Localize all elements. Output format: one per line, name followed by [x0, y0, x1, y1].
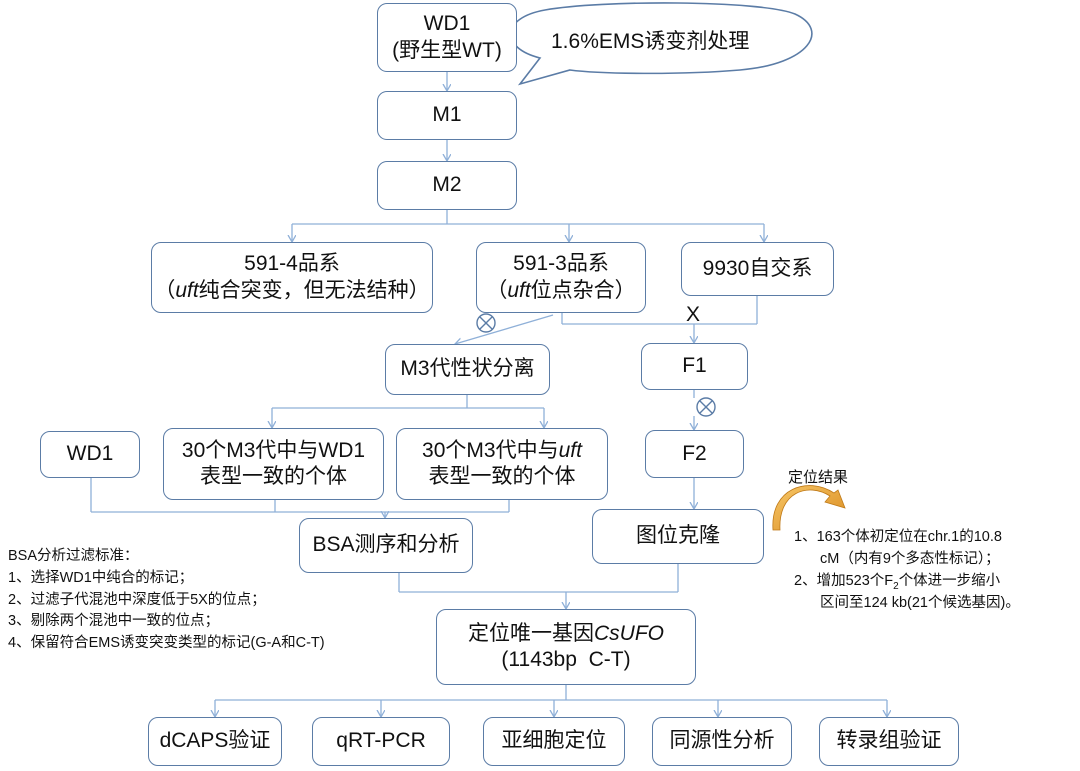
- selfing-symbol-icon: [696, 397, 716, 417]
- m1-box: M1: [377, 91, 517, 140]
- line-591-4-box: 591-4品系 （uft纯合突变，但无法结种）: [151, 242, 433, 313]
- cross-label: X: [686, 303, 701, 326]
- wd1-box: WD1: [40, 431, 140, 478]
- ems-treatment-label: 1.6%EMS诱变剂处理: [551, 30, 750, 53]
- line-9930-box: 9930自交系: [681, 242, 834, 296]
- wd1-wildtype-box: WD1(野生型WT): [377, 3, 517, 72]
- bsa-box: BSA测序和分析: [299, 518, 473, 573]
- selfing-symbol-icon: [476, 313, 496, 333]
- dcaps-box: dCAPS验证: [148, 717, 282, 766]
- subcellular-localization-box: 亚细胞定位: [483, 717, 625, 766]
- f1-box: F1: [641, 343, 748, 390]
- map-based-cloning-box: 图位克隆: [592, 509, 764, 564]
- mapping-result-title: 定位结果: [788, 469, 849, 486]
- candidate-gene-box: 定位唯一基因CsUFO(1143bp C-T): [436, 609, 696, 685]
- transcriptome-box: 转录组验证: [819, 717, 959, 766]
- ems-speech-bubble: [509, 2, 813, 86]
- mapping-result-details: 1、163个体初定位在chr.1的10.8 cM（内有9个多态性标记）； 2、增…: [794, 529, 1020, 612]
- qrt-pcr-box: qRT-PCR: [312, 717, 450, 766]
- curved-arrow-icon: [772, 485, 846, 531]
- bsa-filter-criteria: BSA分析过滤标准： 1、选择WD1中纯合的标记； 2、过滤子代混池中深度低于5…: [8, 548, 325, 651]
- m2-box: M2: [377, 161, 517, 210]
- m3-segregation-box: M3代性状分离: [385, 344, 550, 395]
- homology-analysis-box: 同源性分析: [652, 717, 792, 766]
- f2-box: F2: [645, 430, 744, 478]
- line-591-3-box: 591-3品系 （uft位点杂合）: [476, 242, 646, 313]
